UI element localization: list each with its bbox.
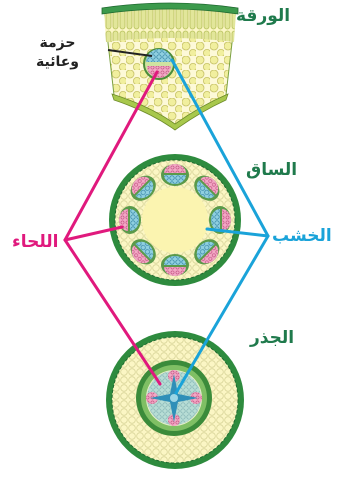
stem-vascular-bundle (161, 254, 189, 276)
vascular-bundle-label: حزمة وعائية (36, 34, 79, 72)
leaf-cross-section (102, 3, 238, 130)
stem-vascular-bundle (161, 164, 189, 186)
xylem-label: الخشب (272, 226, 332, 246)
stem-label: الساق (246, 160, 297, 180)
root-cross-section (106, 331, 244, 469)
stem-vascular-bundle (119, 206, 141, 234)
vascular-bundle-label-line2: وعائية (36, 53, 79, 72)
root-label: الجذر (250, 328, 294, 348)
vascular-bundle-label-line1: حزمة (36, 34, 79, 53)
phloem-label: اللحاء (12, 232, 58, 252)
leaf-label: الورقة (236, 6, 290, 26)
